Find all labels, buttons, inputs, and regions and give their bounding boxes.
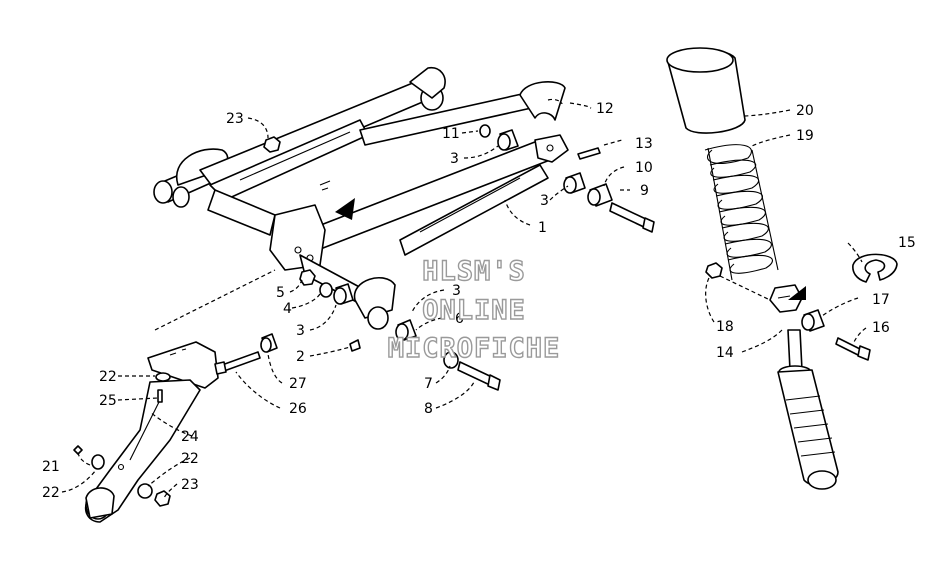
washer-11 <box>479 124 491 138</box>
bolt-26 <box>221 351 261 372</box>
callout-10: 10 <box>635 160 653 176</box>
nut-5 <box>299 269 316 286</box>
fitting-2 <box>349 339 361 352</box>
callout-3: 3 <box>452 283 461 299</box>
watermark-line-3: MICROFICHE <box>388 333 561 364</box>
watermark-line-1: HLSM'S <box>422 256 526 287</box>
watermark-line-2: ONLINE <box>422 295 526 326</box>
nut-23-upper <box>263 136 281 153</box>
callout-7: 7 <box>424 376 433 392</box>
leader-lines <box>61 98 867 499</box>
pointer-arrow-shock <box>788 286 806 300</box>
callout-23: 23 <box>226 111 244 127</box>
callout-26: 26 <box>289 401 307 417</box>
callout-labels: 1 2 3 3 3 3 4 5 6 7 8 9 10 11 12 13 14 1… <box>42 101 916 501</box>
callout-13: 13 <box>635 136 653 152</box>
callout-14: 14 <box>716 345 734 361</box>
shock-assembly <box>666 47 898 490</box>
callout-19: 19 <box>796 128 814 144</box>
callout-22: 22 <box>42 485 60 501</box>
callout-21: 21 <box>42 459 60 475</box>
callout-20: 20 <box>796 103 814 119</box>
callout-11: 11 <box>442 126 460 142</box>
callout-6: 6 <box>455 311 464 327</box>
callout-22: 22 <box>99 369 117 385</box>
callout-12: 12 <box>596 101 614 117</box>
watermark: HLSM'S ONLINE MICROFICHE <box>387 255 561 364</box>
callout-2: 2 <box>296 349 305 365</box>
callout-3: 3 <box>450 151 459 167</box>
callout-1: 1 <box>538 220 547 236</box>
bolt-9 <box>609 202 649 229</box>
callout-27: 27 <box>289 376 307 392</box>
callout-25: 25 <box>99 393 117 409</box>
callout-24: 24 <box>181 429 199 445</box>
pointer-arrow-frame <box>335 198 355 220</box>
washer-7 <box>443 351 459 369</box>
callout-4: 4 <box>283 301 292 317</box>
front-arm-assembly <box>153 66 569 330</box>
callout-17: 17 <box>872 292 890 308</box>
callout-5: 5 <box>276 285 285 301</box>
callout-9: 9 <box>640 183 649 199</box>
callout-16: 16 <box>872 320 890 336</box>
callout-22: 22 <box>181 451 199 467</box>
bolt-13 <box>577 147 601 160</box>
callout-15: 15 <box>898 235 916 251</box>
callout-18: 18 <box>716 319 734 335</box>
lower-link-assembly <box>73 333 278 523</box>
washer-4 <box>319 282 333 298</box>
clip-15 <box>852 253 898 283</box>
screw-21 <box>73 445 83 455</box>
callout-3: 3 <box>296 323 305 339</box>
callout-8: 8 <box>424 401 433 417</box>
callout-23: 23 <box>181 477 199 493</box>
callout-3: 3 <box>540 193 549 209</box>
cap-12 <box>519 81 566 121</box>
